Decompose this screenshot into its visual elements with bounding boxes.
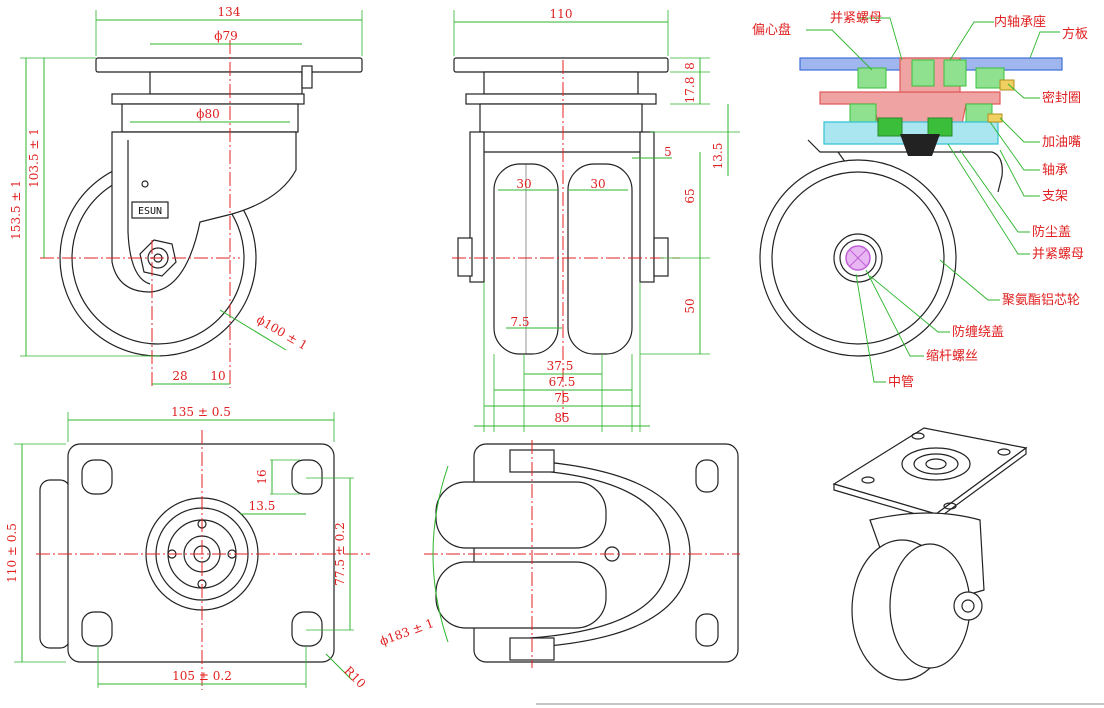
dim-plate-dia: ϕ79: [214, 29, 237, 43]
dim-65: 65: [683, 188, 697, 203]
dim-tire-left: 30: [516, 177, 531, 191]
dim-37-5: 37.5: [547, 359, 574, 373]
label-lock-nut-bottom: 并紧螺母: [1032, 247, 1084, 262]
dim-corner-r: R10: [341, 664, 368, 691]
dim-offset-28: 28: [172, 369, 187, 383]
label-eccentric-disc: 偏心盘: [752, 22, 791, 38]
dim-inner-dia: ϕ80: [196, 107, 219, 121]
dim-110: 110: [550, 7, 573, 21]
label-center-tube: 中管: [888, 375, 914, 390]
label-seal-ring: 密封圈: [1042, 90, 1081, 106]
dim-50: 50: [683, 298, 697, 313]
bottom-view: ϕ183 ± 1: [378, 440, 740, 668]
label-inner-bearing-seat: 内轴承座: [994, 14, 1046, 30]
dim-hole-x: 13.5: [249, 499, 276, 513]
label-square-plate: 方板: [1062, 26, 1088, 42]
section-view: 偏心盘 并紧螺母 内轴承座 方板 密封圈 加油嘴 轴承 支架 防尘盖 并紧螺母 …: [752, 11, 1088, 390]
dim-hole-d: 16: [255, 469, 269, 484]
dim-17-8: 17.8: [683, 77, 697, 104]
side-view: 110 8 17.8 13.5 5 65 50 30 30 7.5 37.5: [452, 7, 740, 432]
dim-swivel-dia: ϕ183 ± 1: [378, 616, 436, 648]
dim-hole-pitch-x: 105 ± 0.2: [172, 669, 232, 683]
dim-tire-right: 30: [590, 177, 605, 191]
label-anti-wrap-cover: 防缠绕盖: [952, 324, 1004, 340]
label-lock-nut-top: 并紧螺母: [830, 11, 882, 26]
dim-offset-10: 10: [210, 369, 225, 383]
dim-7-5: 7.5: [510, 315, 529, 329]
dim-67-5: 67.5: [549, 375, 576, 389]
front-view: ESUN 134 ϕ79 ϕ80 153.5 ± 1 103.5 ± 1 28 …: [9, 5, 363, 388]
dim-85: 85: [554, 411, 569, 425]
dim-plate-h: 110 ± 0.5: [5, 523, 19, 583]
dim-plate-w: 135 ± 0.5: [171, 405, 231, 419]
dim-height-axle: 103.5 ± 1: [27, 128, 41, 188]
dim-8: 8: [683, 62, 697, 70]
top-view: 135 ± 0.5 110 ± 0.5 16 13.5 77.5 ± 0.2 1…: [5, 405, 370, 691]
dim-134: 134: [218, 5, 241, 19]
dim-height-total: 153.5 ± 1: [9, 180, 23, 240]
label-bracket: 支架: [1042, 189, 1068, 204]
dim-5: 5: [664, 145, 672, 159]
dim-wheel-dia: ϕ100 ± 1: [254, 312, 310, 352]
isometric-view: [832, 427, 1028, 681]
dim-75: 75: [554, 391, 569, 405]
brand-text: ESUN: [138, 206, 162, 217]
label-wheel: 聚氨酯铝芯轮: [1002, 293, 1080, 308]
label-bearing: 轴承: [1042, 163, 1068, 178]
label-dust-cover: 防尘盖: [1032, 224, 1071, 240]
dim-13-5: 13.5: [711, 143, 725, 170]
label-grease-nipple: 加油嘴: [1042, 135, 1081, 150]
dim-hole-pitch-y: 77.5 ± 0.2: [333, 522, 347, 586]
label-shrink-bolt: 缩杆螺丝: [926, 348, 978, 364]
